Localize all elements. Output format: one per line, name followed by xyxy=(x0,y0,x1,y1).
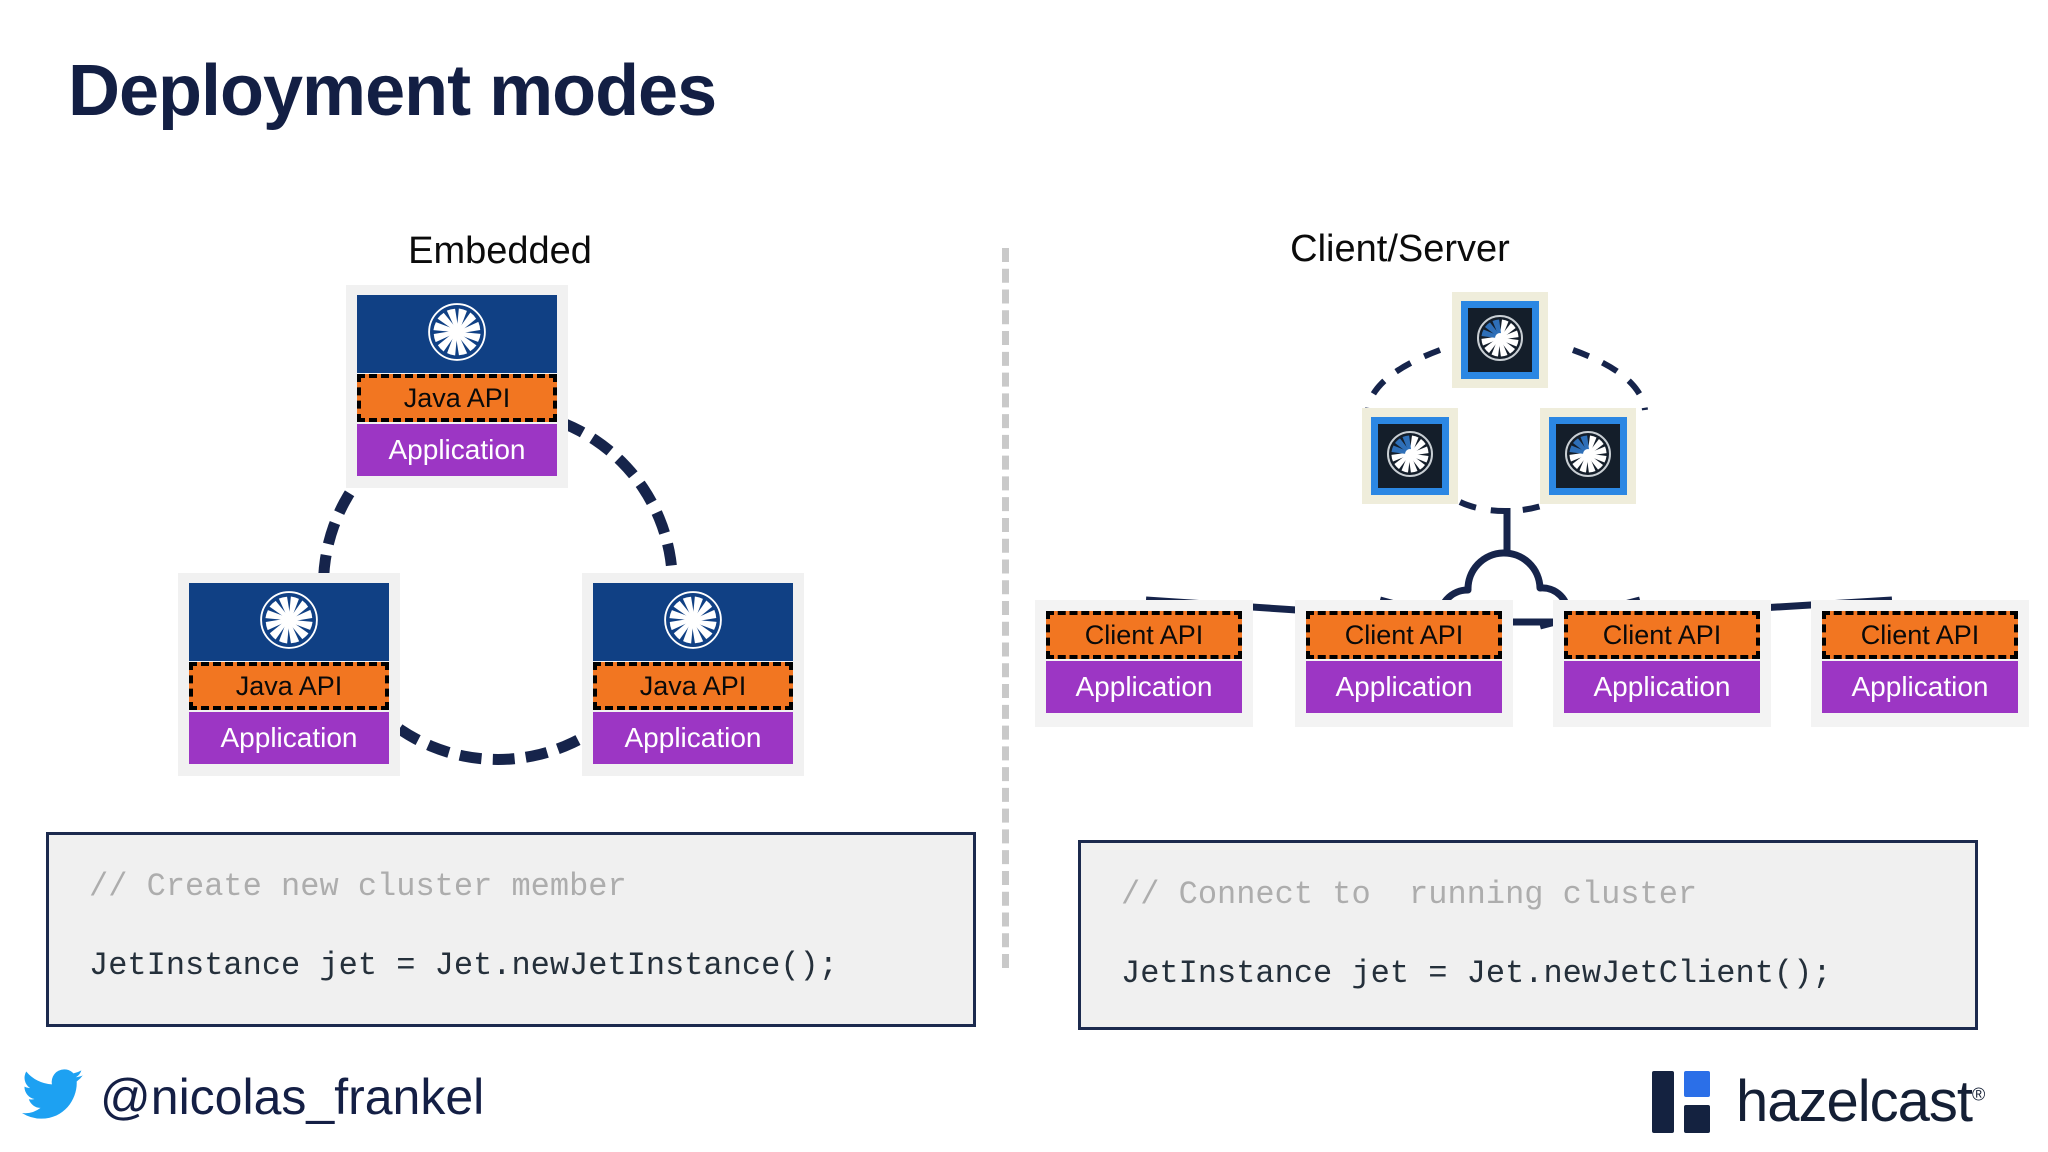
hazelcast-wordmark-text: hazelcast xyxy=(1736,1069,1973,1134)
node-header xyxy=(357,295,557,373)
server-node-body xyxy=(1371,417,1449,495)
embedded-node: Java API Application xyxy=(346,285,568,488)
embedded-heading: Embedded xyxy=(408,230,592,272)
node-header xyxy=(593,583,793,661)
jet-turbine-icon xyxy=(426,301,488,368)
embedded-node: Java API Application xyxy=(582,573,804,776)
java-api-bar: Java API xyxy=(357,374,557,422)
server-node-body xyxy=(1549,417,1627,495)
jet-turbine-icon xyxy=(258,589,320,656)
registered-mark: ® xyxy=(1972,1084,1985,1105)
hazelcast-mark-square-blue xyxy=(1684,1070,1710,1097)
java-api-bar: Java API xyxy=(189,662,389,710)
page-title: Deployment modes xyxy=(68,51,717,131)
client-node: Client API Application xyxy=(1295,600,1513,727)
embedded-cluster-diagram: Java API Application xyxy=(150,285,850,790)
node-header xyxy=(189,583,389,661)
jet-turbine-icon xyxy=(662,589,724,656)
jet-turbine-icon xyxy=(1563,429,1613,484)
twitter-handle-text: @nicolas_frankel xyxy=(100,1069,485,1125)
client-api-bar: Client API xyxy=(1564,611,1760,659)
client-node: Client API Application xyxy=(1811,600,2029,727)
client-server-diagram: Client API Application Client API Applic… xyxy=(1020,270,2030,830)
java-api-bar: Java API xyxy=(593,662,793,710)
hazelcast-mark-bar xyxy=(1652,1070,1674,1133)
client-node: Client API Application xyxy=(1035,600,1253,727)
panel-divider xyxy=(1002,248,1009,968)
application-bar: Application xyxy=(189,712,389,764)
application-bar: Application xyxy=(593,712,793,764)
application-bar: Application xyxy=(357,424,557,476)
application-bar: Application xyxy=(1822,661,2018,713)
server-node xyxy=(1540,408,1636,504)
application-bar: Application xyxy=(1564,661,1760,713)
application-bar: Application xyxy=(1046,661,1242,713)
code-comment: // Create new cluster member xyxy=(89,868,627,905)
client-code-block: // Connect to running cluster JetInstanc… xyxy=(1078,840,1978,1030)
twitter-bird-icon xyxy=(22,1068,84,1126)
application-bar: Application xyxy=(1306,661,1502,713)
code-comment: // Connect to running cluster xyxy=(1121,876,1698,913)
client-node: Client API Application xyxy=(1553,600,1771,727)
embedded-node: Java API Application xyxy=(178,573,400,776)
client-api-bar: Client API xyxy=(1046,611,1242,659)
server-node xyxy=(1362,408,1458,504)
twitter-handle[interactable]: @nicolas_frankel xyxy=(22,1068,484,1126)
server-node xyxy=(1452,292,1548,388)
client-api-bar: Client API xyxy=(1306,611,1502,659)
server-node-body xyxy=(1461,301,1539,379)
client-api-bar: Client API xyxy=(1822,611,2018,659)
hazelcast-mark-square-navy xyxy=(1684,1104,1710,1133)
jet-turbine-icon xyxy=(1475,313,1525,368)
hazelcast-logo: hazelcast® xyxy=(1652,1068,1985,1135)
hazelcast-wordmark: hazelcast® xyxy=(1736,1068,1985,1135)
client-server-heading: Client/Server xyxy=(1290,228,1510,270)
code-statement: JetInstance jet = Jet.newJetInstance(); xyxy=(89,947,838,985)
embedded-code-block: // Create new cluster member JetInstance… xyxy=(46,832,976,1027)
code-statement: JetInstance jet = Jet.newJetClient(); xyxy=(1121,955,1832,993)
jet-turbine-icon xyxy=(1385,429,1435,484)
hazelcast-mark-icon xyxy=(1652,1070,1718,1133)
